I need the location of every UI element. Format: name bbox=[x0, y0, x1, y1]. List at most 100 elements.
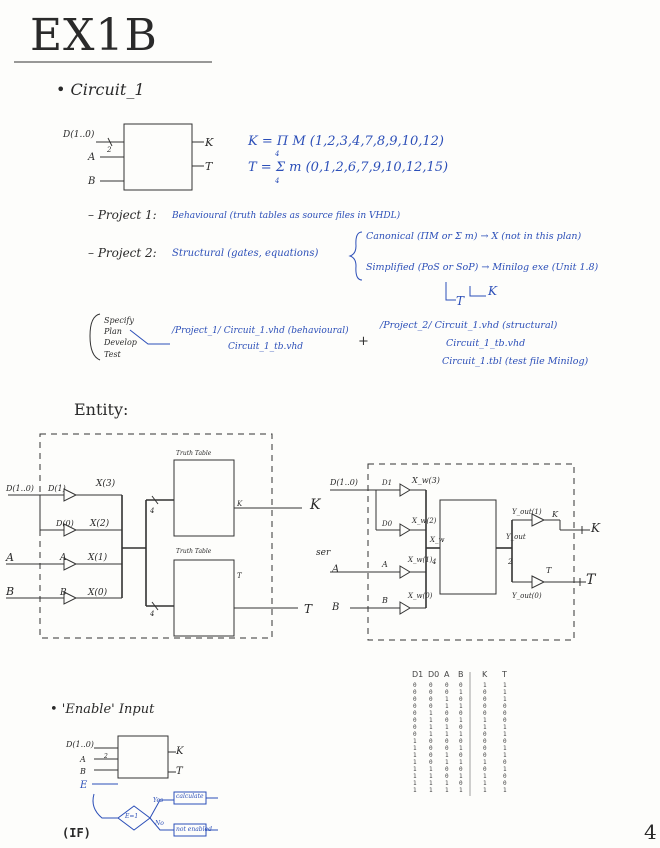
tt-cell: 0 bbox=[413, 696, 417, 703]
tt-cell: 1 bbox=[413, 780, 417, 787]
tt-cell: 0 bbox=[459, 724, 463, 731]
tt-cell: 0 bbox=[483, 738, 487, 745]
tt-cell: 1 bbox=[429, 710, 433, 717]
right-core-box bbox=[439, 499, 497, 595]
tt-cell: 0 bbox=[483, 745, 487, 752]
page-number: 4 bbox=[644, 820, 657, 844]
left-bus-width-top: 4 bbox=[150, 507, 155, 515]
right-outer-a: A bbox=[332, 564, 340, 575]
project2-arrow-k-line bbox=[469, 286, 486, 297]
left-bus-tick-bottom bbox=[151, 601, 159, 611]
tt-header-k: K bbox=[482, 670, 488, 679]
tt-cell: 1 bbox=[483, 682, 487, 689]
tt-cell: 1 bbox=[459, 703, 463, 710]
enable-flow-curve bbox=[92, 793, 118, 819]
circuit-bus-tick bbox=[107, 137, 113, 147]
tt-header-a: A bbox=[444, 670, 450, 679]
tt-cell: 1 bbox=[459, 759, 463, 766]
entity-heading: Entity: bbox=[74, 400, 129, 419]
truth-table-box1-label: Truth Table bbox=[176, 450, 212, 457]
tt-cell: 1 bbox=[503, 682, 507, 689]
tt-cell: 1 bbox=[445, 787, 449, 794]
right-signal-xw0: X_w(0) bbox=[408, 592, 433, 600]
tt-cell: 1 bbox=[429, 766, 433, 773]
truth-table-box2-label: Truth Table bbox=[176, 548, 212, 555]
tt-cell: 1 bbox=[445, 724, 449, 731]
tt-cell: 0 bbox=[459, 780, 463, 787]
right-input-a: A bbox=[382, 560, 388, 569]
truth-table-box2-out: T bbox=[237, 572, 242, 580]
tt-cell: 1 bbox=[429, 717, 433, 724]
right-buffer-0 bbox=[399, 601, 411, 615]
enable-output-k: K bbox=[176, 746, 184, 757]
project2-arrow-t: T bbox=[456, 294, 465, 308]
right-inner-k: K bbox=[552, 510, 558, 519]
enable-no-line bbox=[149, 817, 174, 831]
workflow-path1-tb: Circuit_1_tb.vhd bbox=[228, 342, 304, 352]
tt-cell: 0 bbox=[483, 696, 487, 703]
right-input-d1: D1 bbox=[382, 479, 393, 487]
tt-cell: 0 bbox=[413, 731, 417, 738]
tt-cell: 0 bbox=[459, 682, 463, 689]
tt-cell: 1 bbox=[459, 773, 463, 780]
tt-cell: 1 bbox=[429, 787, 433, 794]
tt-cell: 0 bbox=[459, 766, 463, 773]
tt-header-d0: D0 bbox=[428, 670, 440, 679]
tt-cell: 0 bbox=[503, 717, 507, 724]
tt-cell: 1 bbox=[429, 724, 433, 731]
right-buffer-3 bbox=[399, 483, 411, 497]
tt-cell: 1 bbox=[503, 724, 507, 731]
enable-if-label: (IF) bbox=[62, 826, 91, 840]
enable-no-box: not enabled bbox=[176, 826, 212, 833]
right-bus-label: X_w bbox=[430, 536, 445, 544]
right-yout0: Y_out(0) bbox=[512, 592, 542, 600]
left-bus-in-label: D(1..0) bbox=[6, 484, 34, 493]
tt-cell: 0 bbox=[445, 689, 449, 696]
tt-cell: 1 bbox=[483, 759, 487, 766]
left-buffer-0 bbox=[63, 591, 78, 605]
left-bus-tick-top bbox=[151, 495, 159, 505]
tt-cell: 1 bbox=[503, 787, 507, 794]
tt-cell: 1 bbox=[413, 773, 417, 780]
workflow-path2-main: /Project_2/ Circuit_1.vhd (structural) bbox=[380, 320, 558, 331]
enable-decision-diamond bbox=[117, 805, 151, 831]
tt-cell: 1 bbox=[445, 780, 449, 787]
tt-cell: 0 bbox=[483, 710, 487, 717]
tt-cell: 0 bbox=[413, 717, 417, 724]
project2-option-simplified: Simplified (PoS or SoP) → Minilog exe (U… bbox=[366, 262, 599, 273]
tt-cell: 1 bbox=[445, 703, 449, 710]
project2-text: Structural (gates, equations) bbox=[172, 248, 319, 259]
page-title: EX1B bbox=[30, 10, 158, 61]
project1-label: – Project 1: bbox=[88, 208, 157, 222]
tt-cell: 1 bbox=[503, 689, 507, 696]
tt-cell: 0 bbox=[483, 703, 487, 710]
circuit-output-k: K bbox=[205, 136, 214, 149]
tt-cell: 0 bbox=[445, 745, 449, 752]
tt-cell: 0 bbox=[503, 738, 507, 745]
right-note-ser: ser bbox=[316, 548, 331, 558]
tt-cell: 0 bbox=[413, 703, 417, 710]
tt-header-d1: D1 bbox=[412, 670, 424, 679]
truth-table-box1 bbox=[173, 459, 235, 537]
right-buffer-1 bbox=[399, 565, 411, 579]
tt-cell: 1 bbox=[483, 787, 487, 794]
tt-cell: 1 bbox=[503, 745, 507, 752]
tt-cell: 0 bbox=[483, 731, 487, 738]
tt-cell: 1 bbox=[459, 787, 463, 794]
k-equation-subscript: 4 bbox=[275, 150, 280, 158]
workflow-step-plan: Plan bbox=[104, 327, 122, 336]
workflow-arrow bbox=[129, 329, 170, 345]
tt-cell: 0 bbox=[445, 773, 449, 780]
tt-cell: 0 bbox=[483, 689, 487, 696]
project1-text: Behavioural (truth tables as source file… bbox=[172, 211, 401, 221]
tt-cell: 1 bbox=[413, 759, 417, 766]
tt-cell: 0 bbox=[429, 745, 433, 752]
tt-header-t: T bbox=[502, 670, 507, 679]
circuit-bus-width: 2 bbox=[107, 146, 112, 154]
tt-cell: 1 bbox=[413, 745, 417, 752]
